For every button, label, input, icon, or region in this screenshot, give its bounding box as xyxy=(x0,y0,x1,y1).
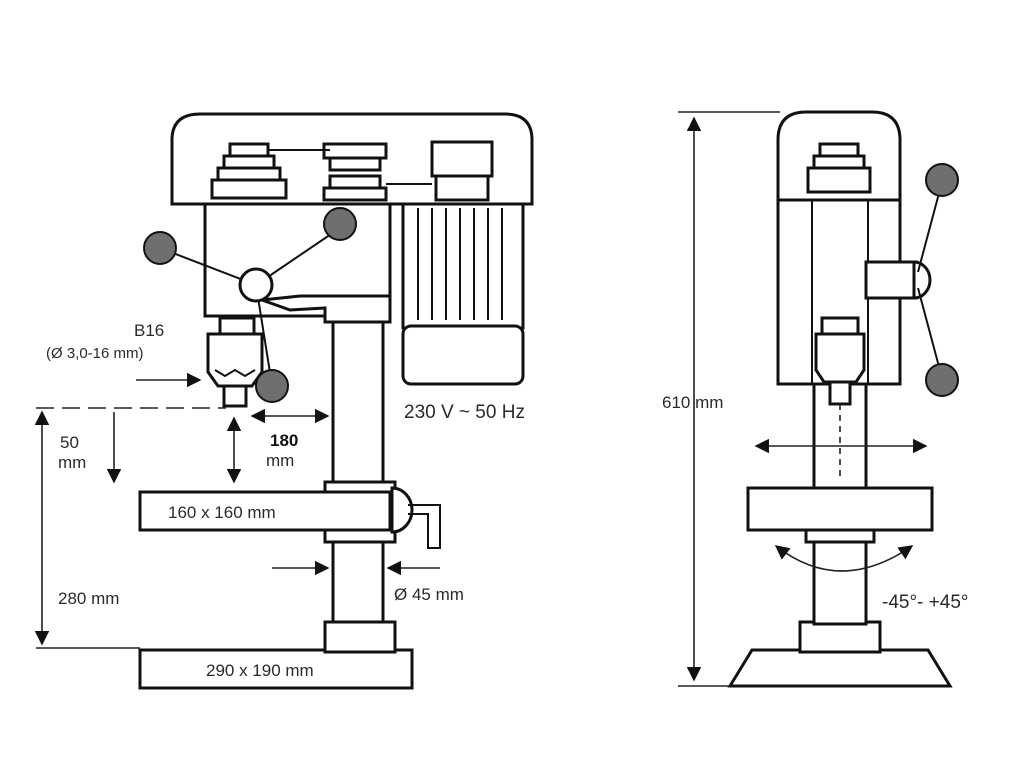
front-work-table xyxy=(138,490,392,532)
side-pulley xyxy=(806,142,872,194)
tilt-range-label: -45°- +45° xyxy=(882,592,969,613)
front-motor-housing xyxy=(401,202,525,330)
front-column xyxy=(331,318,385,624)
table-lock-lever xyxy=(408,504,441,549)
side-base xyxy=(727,648,953,688)
side-column-foot xyxy=(798,620,882,654)
throat-depth-unit: mm xyxy=(266,451,294,470)
spindle-travel-value: 50 xyxy=(60,433,79,452)
side-chuck xyxy=(814,332,866,384)
throat-depth-value: 180 xyxy=(270,431,298,450)
table-lock-knob xyxy=(390,486,414,534)
front-head-bracket xyxy=(261,294,392,324)
side-work-table xyxy=(746,486,934,532)
side-view: 610 mm -45°- +45° xyxy=(662,110,969,688)
side-feed-hub xyxy=(864,260,918,300)
side-quill xyxy=(820,316,860,336)
chuck-type-label: B16 xyxy=(134,321,164,340)
side-table-collar xyxy=(804,528,876,544)
chuck-range-label: (Ø 3,0-16 mm) xyxy=(46,345,144,362)
feed-handle xyxy=(143,207,357,403)
front-view: B16 (Ø 3,0-16 mm) 230 V ~ 50 Hz 180 mm 5… xyxy=(34,112,534,690)
front-dimension-lines xyxy=(34,372,440,649)
motor-cooling-fins xyxy=(417,208,503,320)
front-drill-tip xyxy=(222,384,248,408)
spindle-travel-unit: mm xyxy=(58,453,86,472)
side-feed-handle xyxy=(917,163,959,397)
base-size-label: 290 x 190 mm xyxy=(206,661,314,680)
voltage-label: 230 V ~ 50 Hz xyxy=(404,402,525,423)
front-pulleys xyxy=(210,140,494,202)
column-diameter-label: Ø 45 mm xyxy=(394,585,464,604)
front-base xyxy=(138,648,414,690)
front-column-foot xyxy=(323,620,397,654)
side-dimension-lines xyxy=(678,111,928,687)
front-chuck xyxy=(206,332,264,388)
table-height-label: 280 mm xyxy=(58,589,119,608)
side-drill-tip xyxy=(828,380,852,406)
total-height-label: 610 mm xyxy=(662,393,723,412)
front-quill xyxy=(218,316,256,336)
table-size-label: 160 x 160 mm xyxy=(168,503,276,522)
front-motor-endcap xyxy=(401,324,525,386)
